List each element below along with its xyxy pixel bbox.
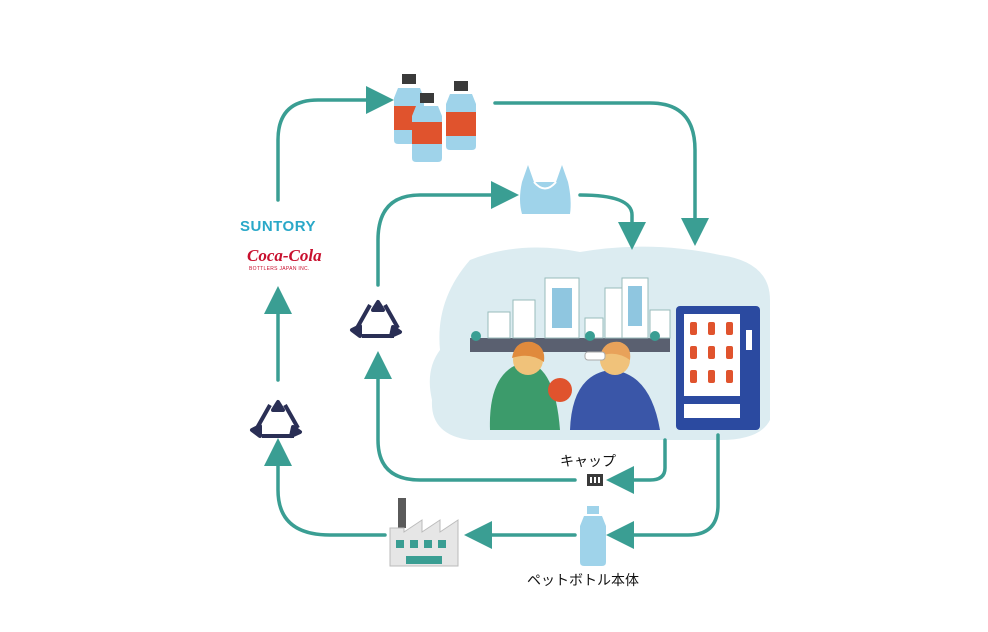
recycle-icon [350,300,402,338]
suntory-logo: SUNTORY [240,218,317,235]
arrow-cap-to-recycle [364,351,577,482]
factory-icon [389,498,459,567]
arrow-factory-to-recycle [264,438,387,537]
arrow-logo-to-bottles [276,86,394,202]
vending-machine-icon [676,306,760,430]
cocacola-logo: Coca-Cola [247,246,322,265]
arrow-bag-to-city [578,193,646,250]
bottle-icon [580,506,606,566]
city-buildings-icon [470,277,671,352]
cap-icon [587,474,603,486]
arrow-bottles-to-city [493,101,709,246]
pet-bottles-icon [394,74,476,162]
plastic-bag-icon [520,165,571,214]
outer-cycle-arrows [264,86,720,549]
arrow-people-to-cap [606,438,667,494]
arrow-vending-to-pet [606,433,720,549]
arrow-recycle-to-bag [376,181,519,287]
inner-cycle-arrows [364,181,667,494]
cocacola-logo-subtitle: BOTTLERS JAPAN INC. [249,266,310,272]
pet-bottle-body-label: ペットボトル本体 [527,573,639,589]
cap-label: キャップ [560,454,616,470]
people-drinking-icon [489,341,660,430]
recycle-icon [250,400,302,438]
